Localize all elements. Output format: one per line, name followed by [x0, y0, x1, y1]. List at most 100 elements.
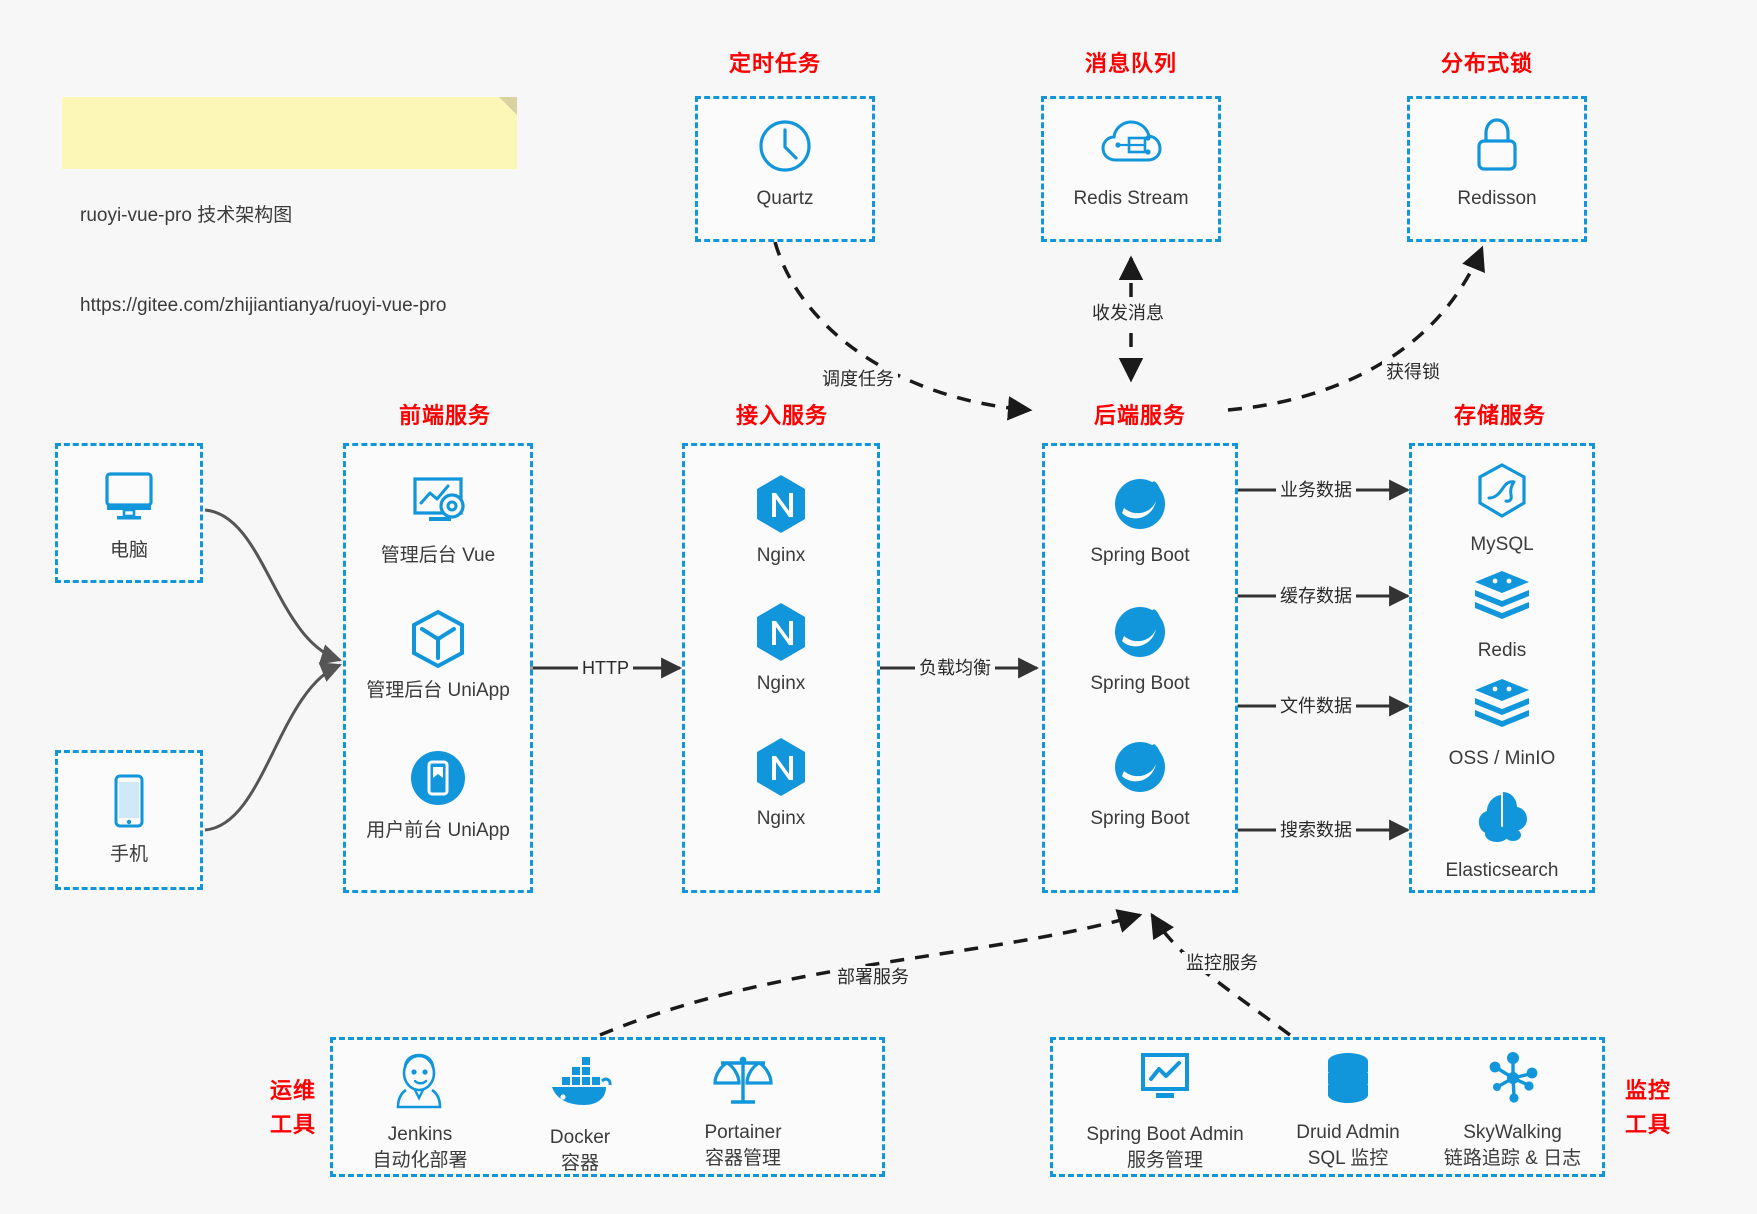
node-label: Redis: [1477, 640, 1527, 661]
mysql-icon: [1473, 462, 1531, 524]
node-label: Portainer: [704, 1122, 782, 1143]
dashboard-gear-icon: [407, 473, 469, 535]
node-label: 管理后台 Vue: [380, 545, 496, 566]
node-spring-boot-3[interactable]: Spring Boot: [1060, 736, 1220, 832]
group-title-gateway-service: 接入服务: [735, 403, 828, 428]
node-label: MySQL: [1470, 534, 1534, 555]
node-label: Nginx: [756, 808, 806, 829]
node-label: Quartz: [756, 188, 814, 209]
note-line-2: https://gitee.com/zhijiantianya/ruoyi-vu…: [80, 295, 447, 316]
note-fold-corner: [499, 97, 517, 115]
node-label: Nginx: [756, 673, 806, 694]
jenkins-icon: [391, 1052, 449, 1114]
nginx-icon: [753, 736, 809, 798]
group-title-devops-tools: 运维 工具: [269, 1078, 316, 1137]
monitor-chart-icon: [1136, 1052, 1194, 1114]
edge-label-cache-data: 缓存数据: [1276, 585, 1356, 607]
uniapp-cube-icon: [408, 608, 468, 670]
group-box-storage-service: [1409, 443, 1595, 893]
node-computer[interactable]: 电脑: [49, 468, 209, 564]
node-label: Spring Boot: [1090, 673, 1190, 694]
node-label: Docker: [549, 1127, 611, 1148]
node-label: OSS / MinIO: [1448, 748, 1556, 769]
group-title-frontend-service: 前端服务: [398, 403, 491, 428]
node-druid-admin[interactable]: Druid Admin SQL 监控: [1268, 1050, 1428, 1172]
group-title-backend-service: 后端服务: [1093, 403, 1186, 428]
node-sublabel: 容器: [560, 1153, 599, 1174]
edge-label-load-balance: 负载均衡: [915, 657, 995, 679]
network-nodes-icon: [1484, 1050, 1542, 1112]
node-sublabel: 容器管理: [704, 1148, 781, 1169]
spring-boot-icon: [1110, 473, 1170, 535]
node-jenkins[interactable]: Jenkins 自动化部署: [340, 1052, 500, 1174]
node-admin-uniapp[interactable]: 管理后台 UniApp: [358, 608, 518, 704]
node-phone[interactable]: 手机: [49, 772, 209, 868]
group-title-message-queue: 消息队列: [1084, 51, 1177, 76]
node-sublabel: 自动化部署: [372, 1150, 468, 1171]
node-spring-boot-admin[interactable]: Spring Boot Admin 服务管理: [1065, 1052, 1265, 1174]
nginx-icon: [753, 601, 809, 663]
group-title-storage-service: 存储服务: [1453, 403, 1546, 428]
elasticsearch-icon: [1473, 788, 1531, 850]
node-mysql[interactable]: MySQL: [1422, 462, 1582, 558]
spring-boot-icon: [1110, 601, 1170, 663]
scales-icon: [713, 1050, 773, 1112]
monitor-icon: [100, 468, 158, 530]
node-redis-stream[interactable]: Redis Stream: [1051, 116, 1211, 212]
node-oss-minio[interactable]: OSS / MinIO: [1422, 676, 1582, 772]
edge-label-http: HTTP: [578, 657, 633, 679]
node-portainer[interactable]: Portainer 容器管理: [663, 1050, 823, 1172]
edge-label-deploy-service: 部署服务: [833, 966, 913, 988]
edge-label-monitor-service: 监控服务: [1182, 952, 1262, 974]
node-admin-vue[interactable]: 管理后台 Vue: [358, 473, 518, 569]
node-nginx-3[interactable]: Nginx: [701, 736, 861, 832]
diagram-note: ruoyi-vue-pro 技术架构图 https://gitee.com/zh…: [62, 97, 517, 316]
node-quartz[interactable]: Quartz: [705, 116, 865, 212]
node-spring-boot-2[interactable]: Spring Boot: [1060, 601, 1220, 697]
edge-label-send-receive-message: 收发消息: [1088, 302, 1168, 324]
node-skywalking[interactable]: SkyWalking 链路追踪 & 日志: [1420, 1050, 1605, 1172]
node-sublabel: 服务管理: [1126, 1150, 1203, 1171]
edge-label-acquire-lock: 获得锁: [1382, 361, 1444, 383]
node-label: 手机: [109, 844, 148, 865]
node-spring-boot-1[interactable]: Spring Boot: [1060, 473, 1220, 569]
node-label: 电脑: [109, 540, 148, 561]
node-sublabel: SQL 监控: [1307, 1148, 1389, 1169]
node-label: Spring Boot Admin: [1086, 1124, 1244, 1145]
node-label: Nginx: [756, 545, 806, 566]
node-label: 管理后台 UniApp: [366, 680, 510, 701]
cloud-stream-icon: [1100, 116, 1162, 178]
edge-label-search-data: 搜索数据: [1276, 819, 1356, 841]
note-line-1: ruoyi-vue-pro 技术架构图: [80, 205, 293, 226]
clock-icon: [755, 116, 815, 178]
edge-label-file-data: 文件数据: [1276, 695, 1356, 717]
docker-icon: [548, 1055, 612, 1117]
node-label: Spring Boot: [1090, 545, 1190, 566]
group-title-scheduled-task: 定时任务: [728, 51, 821, 76]
redis-icon: [1471, 568, 1533, 630]
spring-boot-icon: [1110, 736, 1170, 798]
group-box-gateway-service: [682, 443, 880, 893]
node-label: Redis Stream: [1073, 188, 1189, 209]
edge-label-business-data: 业务数据: [1276, 479, 1356, 501]
node-label: Druid Admin: [1296, 1122, 1400, 1143]
redis-icon: [1471, 676, 1533, 738]
node-docker[interactable]: Docker 容器: [500, 1055, 660, 1177]
node-elasticsearch[interactable]: Elasticsearch: [1422, 788, 1582, 884]
phone-icon: [107, 772, 151, 834]
edge-label-schedule-task: 调度任务: [818, 368, 898, 390]
node-label: Elasticsearch: [1445, 860, 1559, 881]
node-nginx-1[interactable]: Nginx: [701, 473, 861, 569]
group-title-monitor-tools: 监控 工具: [1624, 1078, 1671, 1137]
node-redisson[interactable]: Redisson: [1417, 116, 1577, 212]
node-label: Redisson: [1457, 188, 1537, 209]
node-redis[interactable]: Redis: [1422, 568, 1582, 664]
group-title-distributed-lock: 分布式锁: [1440, 51, 1533, 76]
node-sublabel: 链路追踪 & 日志: [1443, 1148, 1582, 1169]
node-nginx-2[interactable]: Nginx: [701, 601, 861, 697]
node-user-uniapp[interactable]: 用户前台 UniApp: [358, 748, 518, 844]
node-label: Jenkins: [387, 1124, 453, 1145]
node-label: 用户前台 UniApp: [366, 820, 510, 841]
mobile-app-icon: [408, 748, 468, 810]
